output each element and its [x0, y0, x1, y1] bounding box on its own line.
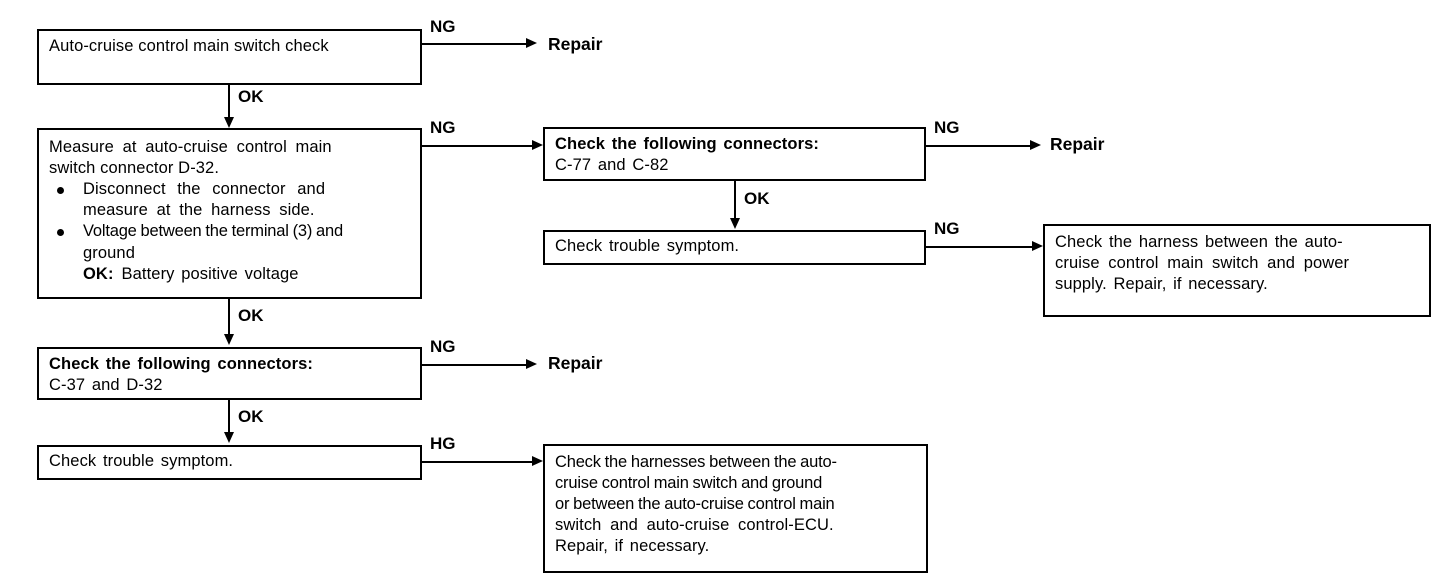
edge-symptom-bottom-hg-line — [422, 461, 532, 463]
edge-label-ng-measure: NG — [430, 118, 456, 137]
edge-c37-ok-line — [228, 400, 230, 433]
node-measure-bullet1-line1: Disconnect the connector and — [83, 180, 326, 199]
edge-c37-ok-arrow — [223, 432, 234, 443]
node-harness-power-line3: supply. Repair, if necessary. — [1055, 275, 1268, 294]
edge-symptom-bottom-hg-arrow — [532, 456, 543, 466]
node-connectors-c37-heading: Check the following connectors: — [49, 355, 313, 373]
node-check-symptom-bottom-text: Check trouble symptom. — [49, 452, 234, 470]
node-harness-ground-ecu[interactable]: Check the harnesses between the auto- cr… — [543, 444, 928, 573]
edge-label-ng-symptom-middle: NG — [934, 219, 960, 238]
node-measure-line2: switch connector D-32. — [49, 159, 220, 178]
node-measure-connector[interactable]: Measure at auto-cruise control main swit… — [37, 128, 422, 299]
edge-c77-ok-arrow — [729, 218, 740, 229]
terminal-repair-c37-row: Repair — [548, 353, 603, 373]
node-connectors-c77-heading: Check the following connectors: — [555, 135, 819, 153]
node-harness-power-supply[interactable]: Check the harness between the auto- crui… — [1043, 224, 1431, 317]
edge-c77-ng-arrow — [1030, 140, 1041, 150]
edge-measure-ok-arrow — [223, 334, 234, 345]
edge-label-ng-c37: NG — [430, 337, 456, 356]
terminal-repair-connectors-row: Repair — [1050, 134, 1105, 154]
edge-c37-ng-arrow — [526, 359, 537, 369]
edge-label-hg-symptom-bottom: HG — [430, 434, 456, 453]
node-main-switch-check[interactable]: Auto-cruise control main switch check — [37, 29, 422, 85]
edge-measure-ok-line — [228, 299, 230, 335]
edge-measure-ng-arrow — [532, 140, 543, 150]
edge-measure-ng-line — [422, 145, 532, 147]
node-measure-line1: Measure at auto-cruise control main — [49, 138, 332, 156]
node-connectors-c37-detail: C-37 and D-32 — [49, 376, 163, 395]
edge-label-ng-c77: NG — [934, 118, 960, 137]
edge-c77-ng-line — [926, 145, 1030, 147]
edge-label-ok-measure: OK — [238, 306, 264, 325]
node-measure-bullet2-line2: ground — [83, 243, 135, 262]
node-harness-ground-line1: Check the harnesses between the auto- — [555, 453, 837, 471]
edge-label-ng-top: NG — [430, 17, 456, 36]
node-measure-bullet-1: Disconnect the connector and measure at … — [49, 179, 412, 221]
edge-main-switch-ng-arrow — [526, 38, 537, 48]
node-measure-ok-row: OK: Battery positive voltage — [49, 264, 412, 285]
edge-symptom-middle-ng-line — [926, 246, 1032, 248]
edge-symptom-middle-ng-arrow — [1032, 241, 1043, 251]
bullet-dot-icon — [57, 187, 64, 195]
node-measure-ok-value: Battery positive voltage — [121, 264, 299, 283]
node-measure-bullet2-line1: Voltage between the terminal (3) and — [83, 222, 343, 241]
terminal-repair-top: Repair — [548, 34, 603, 54]
node-measure-bullet-2: Voltage between the terminal (3) and gro… — [49, 221, 412, 263]
node-main-switch-check-text: Auto-cruise control main switch check — [49, 37, 329, 55]
node-check-symptom-bottom[interactable]: Check trouble symptom. — [37, 445, 422, 480]
edge-main-switch-ok-arrow — [223, 117, 234, 128]
edge-c37-ng-line — [422, 364, 526, 366]
node-harness-ground-line5: Repair, if necessary. — [555, 537, 710, 556]
bullet-dot-icon — [57, 229, 64, 237]
node-check-symptom-middle[interactable]: Check trouble symptom. — [543, 230, 926, 265]
node-harness-ground-line3: or between the auto-cruise control main — [555, 495, 835, 514]
edge-main-switch-ok-line — [228, 85, 230, 118]
node-measure-bullet1-line2: measure at the harness side. — [83, 201, 315, 220]
node-connectors-c77-detail: C-77 and C-82 — [555, 156, 669, 175]
edge-label-ok-top: OK — [238, 87, 264, 106]
node-measure-ok-label: OK: — [83, 264, 114, 283]
edge-label-ok-c37: OK — [238, 407, 264, 426]
node-connectors-c37-d32[interactable]: Check the following connectors: C-37 and… — [37, 347, 422, 400]
node-harness-ground-line2: cruise control main switch and ground — [555, 474, 823, 493]
node-check-symptom-middle-text: Check trouble symptom. — [555, 237, 740, 255]
node-harness-power-line2: cruise control main switch and power — [1055, 254, 1350, 273]
node-harness-ground-line4: switch and auto-cruise control-ECU. — [555, 516, 834, 535]
node-harness-power-line1: Check the harness between the auto- — [1055, 233, 1343, 251]
edge-c77-ok-line — [734, 181, 736, 219]
edge-main-switch-ng-line — [422, 43, 526, 45]
node-connectors-c77-c82[interactable]: Check the following connectors: C-77 and… — [543, 127, 926, 181]
edge-label-ok-c77: OK — [744, 189, 770, 208]
